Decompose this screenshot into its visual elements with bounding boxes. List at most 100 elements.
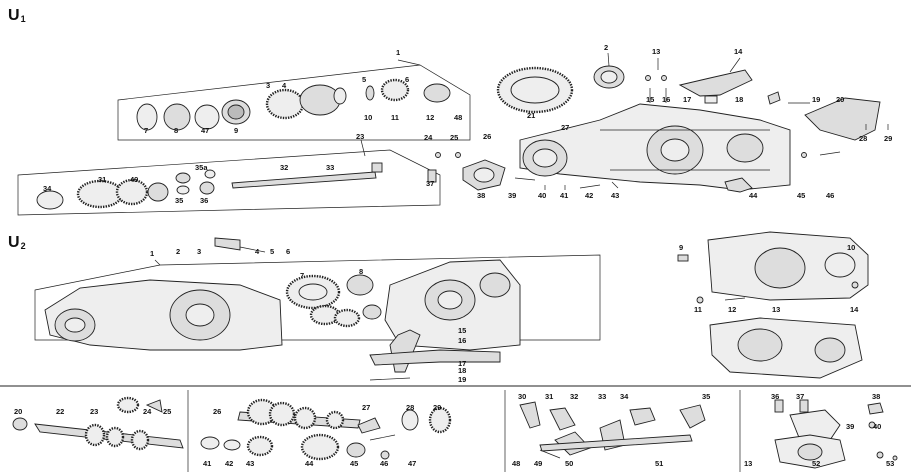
callout-label: 49: [130, 175, 138, 184]
u1-part-17: [704, 95, 718, 104]
callout-label: 38: [477, 191, 485, 200]
callout-label: 18: [735, 95, 743, 104]
callout-label: 17: [683, 95, 691, 104]
callout-label: 52: [812, 459, 820, 468]
callout-label: 50: [565, 459, 573, 468]
section-heading-u2: U2: [8, 234, 26, 251]
callout-label: 29: [884, 134, 892, 143]
group-frame-1: [117, 64, 471, 141]
u2-gears: [285, 274, 382, 328]
callout-label: 14: [734, 47, 743, 56]
callout-label: 39: [846, 422, 854, 431]
callout-labels-u1: 1 2 3 4 5 6 7 8 47 9 10 11 12 48 13 14 1…: [43, 43, 892, 205]
callout-label: 28: [406, 403, 414, 412]
group-frame-u2: [34, 254, 601, 341]
callout-label: 43: [246, 459, 254, 468]
callout-label: 9: [679, 243, 683, 252]
callout-label: 19: [812, 95, 820, 104]
callout-label: 13: [772, 305, 780, 314]
callout-label: 13: [744, 459, 752, 468]
callout-label: 34: [43, 184, 52, 193]
callout-label: 38: [872, 392, 880, 401]
callout-label: 37: [796, 392, 804, 401]
u2-shift-forks: [519, 401, 706, 459]
u2-mainshaft: [12, 396, 184, 451]
callout-label: 41: [560, 191, 568, 200]
callout-label: 31: [545, 392, 553, 401]
callout-label: 37: [426, 179, 434, 188]
callout-label: 28: [859, 134, 867, 143]
callout-label: 13: [652, 47, 660, 56]
u1-bracket-20: [804, 97, 881, 141]
callout-label: 34: [620, 392, 629, 401]
callout-label: 45: [350, 459, 358, 468]
callout-label: 30: [518, 392, 526, 401]
callout-label: 5: [270, 247, 274, 256]
callout-label: 27: [561, 123, 569, 132]
u1-part-18: [767, 91, 781, 105]
callout-label: 35: [702, 392, 710, 401]
callout-label: 12: [728, 305, 736, 314]
callout-label: 44: [305, 459, 314, 468]
callout-label: 26: [213, 407, 221, 416]
section-heading-u1: U1: [8, 7, 26, 24]
callout-label: 39: [508, 191, 516, 200]
callout-label: 16: [458, 336, 466, 345]
callout-label: 11: [391, 113, 399, 122]
callout-label: 18: [458, 366, 466, 375]
callout-label: 22: [56, 407, 64, 416]
u2-countershaft: [200, 398, 452, 461]
callout-label: 45: [797, 191, 805, 200]
callout-label: 47: [408, 459, 416, 468]
callout-label: 35a: [195, 163, 208, 172]
callout-label: 2: [604, 43, 608, 52]
callout-label: 15: [458, 326, 466, 335]
callout-label: 23: [90, 407, 98, 416]
callout-label: 16: [662, 95, 670, 104]
callout-label: 46: [380, 459, 388, 468]
callout-label: 46: [826, 191, 834, 200]
u2-selector-assembly: [774, 399, 898, 469]
callout-label: 11: [694, 305, 702, 314]
callout-label: 17: [458, 359, 466, 368]
callout-label: 40: [538, 191, 546, 200]
callout-label: 3: [197, 247, 201, 256]
callout-label: 35: [175, 196, 183, 205]
group-frame-23: [17, 149, 441, 216]
callout-label: 20: [836, 95, 844, 104]
u1-bolts-13: [645, 75, 667, 103]
u1-rings: [136, 78, 451, 131]
callout-label: 10: [847, 243, 855, 252]
u2-housing-right: [384, 259, 521, 351]
callout-label: 20: [14, 407, 22, 416]
callout-label: 21: [527, 111, 535, 120]
u1-transmission-housing: [519, 103, 791, 191]
callout-label: 32: [570, 392, 578, 401]
callout-label: 1: [150, 249, 154, 258]
u2-housing-left: [44, 279, 283, 351]
callout-label: 12: [426, 113, 434, 122]
callout-label: 8: [174, 126, 178, 135]
u1-shaft-assembly: [36, 162, 437, 210]
callout-label: 24: [424, 133, 433, 142]
callout-label: 4: [282, 81, 287, 90]
callout-label: 8: [359, 267, 363, 276]
u1-bracket-14: [678, 69, 753, 97]
callout-label: 23: [356, 132, 364, 141]
callout-label: 4: [255, 247, 260, 256]
callout-label: 48: [512, 459, 520, 468]
callout-label: 26: [483, 132, 491, 141]
leader-lines: [154, 52, 741, 266]
callout-label: 3: [266, 81, 270, 90]
u2-shift-rod: [214, 237, 501, 381]
callout-label: 42: [225, 459, 233, 468]
callout-label: 15: [646, 95, 654, 104]
callout-label: 49: [534, 459, 542, 468]
callout-label: 51: [655, 459, 663, 468]
callout-label: 33: [598, 392, 606, 401]
callout-label: 10: [364, 113, 372, 122]
callout-label: 25: [163, 407, 171, 416]
callout-label: 7: [300, 271, 304, 280]
callout-label: 27: [362, 403, 370, 412]
callout-label: 6: [286, 247, 290, 256]
